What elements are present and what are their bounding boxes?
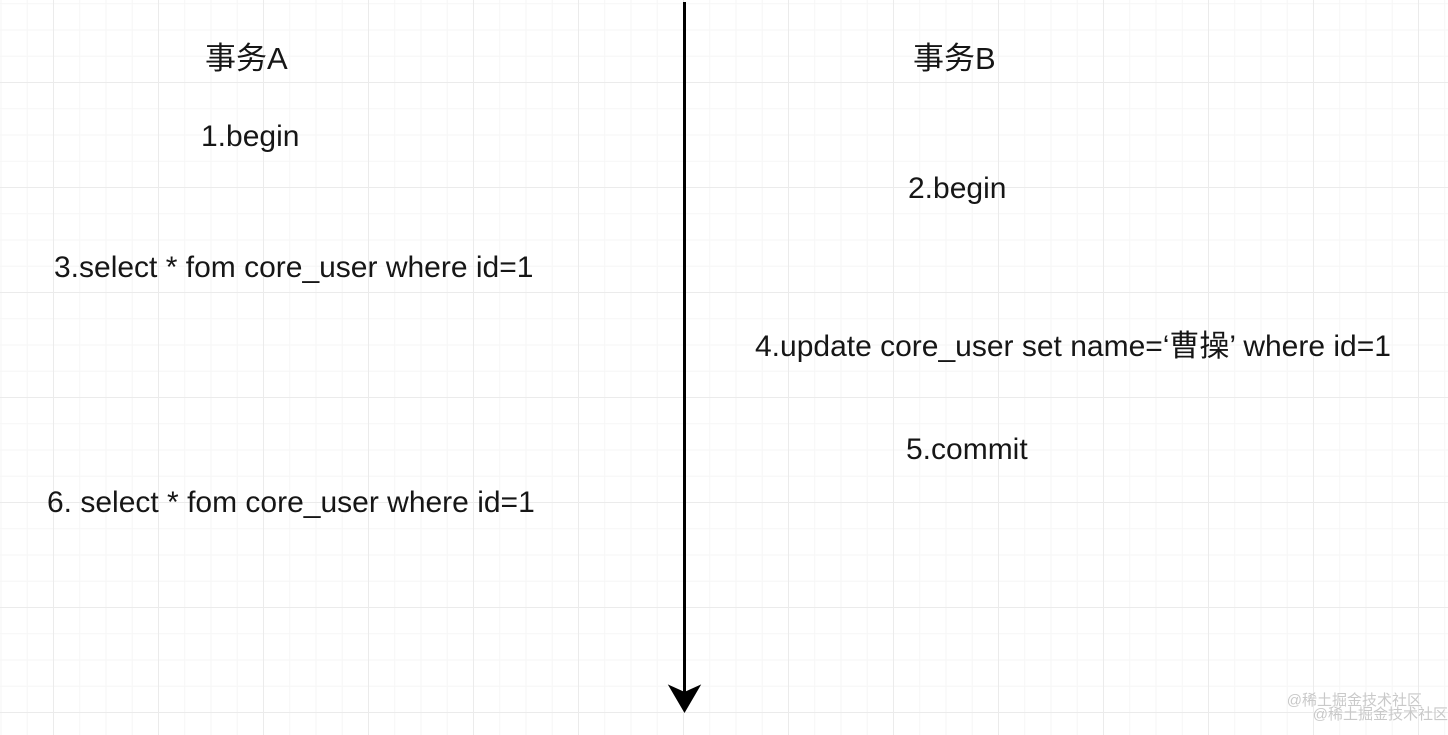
timeline-arrowhead-icon <box>667 684 702 713</box>
step-2-begin: 2.begin <box>908 172 1007 205</box>
step-1-begin: 1.begin <box>201 120 300 153</box>
watermark-text: @稀土掘金技术社区 <box>1312 706 1448 723</box>
transaction-b-title: 事务B <box>913 41 996 76</box>
watermark-text: @稀土掘金技术社区 <box>1286 692 1422 709</box>
step-3-select: 3.select * fom core_user where id=1 <box>54 251 534 284</box>
step-6-select: 6. select * fom core_user where id=1 <box>47 486 535 519</box>
step-5-commit: 5.commit <box>906 433 1028 466</box>
transaction-a-title: 事务A <box>205 41 288 76</box>
step-4-update: 4.update core_user set name=‘曹操’ where i… <box>755 330 1391 363</box>
